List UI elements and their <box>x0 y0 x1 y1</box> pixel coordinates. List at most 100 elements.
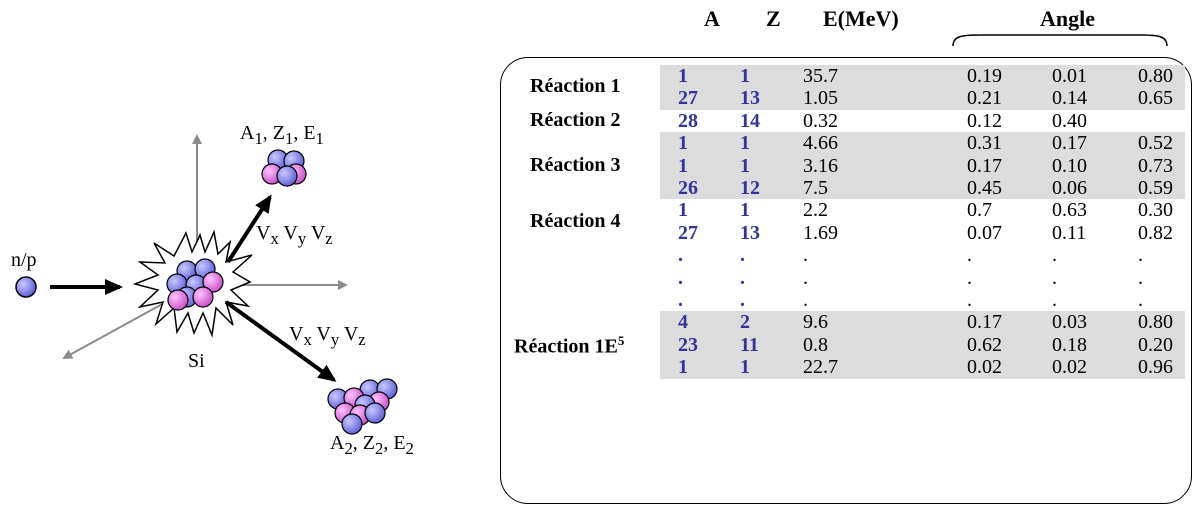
table-cell: 0.65 <box>1138 86 1173 110</box>
table-cell: . <box>803 266 808 290</box>
table-cell: 22.7 <box>803 355 838 379</box>
table-cell: 0.62 <box>967 333 1002 357</box>
table-cell: 0.80 <box>1138 64 1173 88</box>
reaction-band <box>660 311 1185 378</box>
table-cell: 0.82 <box>1138 221 1173 245</box>
table-cell: 1 <box>740 198 750 222</box>
table-cell: . <box>967 288 972 312</box>
target-label: Si <box>188 350 205 372</box>
table-cell: 0.7 <box>967 198 992 222</box>
table-cell: 2 <box>740 310 750 334</box>
table-cell: . <box>967 243 972 267</box>
table-cell: 23 <box>678 333 698 357</box>
table-cell: 0.07 <box>967 221 1002 245</box>
reaction-label: Réaction 4 <box>530 210 621 233</box>
reaction-label: Réaction 3 <box>530 154 621 177</box>
table-cell: 0.12 <box>967 109 1002 133</box>
table-cell: 1 <box>740 154 750 178</box>
table-cell: 27 <box>678 221 698 245</box>
table-cell: 0.31 <box>967 131 1002 155</box>
table-cell: . <box>1052 266 1057 290</box>
header-z: Z <box>766 6 781 32</box>
table-cell: . <box>1138 243 1143 267</box>
reaction-label: Réaction 2 <box>530 109 621 132</box>
table-cell: 0.63 <box>1052 198 1087 222</box>
reaction-band <box>660 132 1185 199</box>
table-cell: 1.69 <box>803 221 838 245</box>
table-cell: 0.02 <box>967 355 1002 379</box>
incoming-particle <box>16 277 36 297</box>
table-cell: 1.05 <box>803 86 838 110</box>
table-cell: 0.02 <box>1052 355 1087 379</box>
reaction-diagram: n/p Si A1, Z1, E1 <box>0 0 490 509</box>
table-cell: 0.52 <box>1138 131 1173 155</box>
table-cell: 13 <box>740 221 760 245</box>
table-cell: 0.03 <box>1052 310 1087 334</box>
table-cell: 0.73 <box>1138 154 1173 178</box>
table-cell: 0.01 <box>1052 64 1087 88</box>
table-cell: 12 <box>740 176 760 200</box>
fragment2-nucleus <box>328 379 397 434</box>
table-cell: 0.11 <box>1052 221 1086 245</box>
table-cell: 9.6 <box>803 310 828 334</box>
table-cell: . <box>1138 288 1143 312</box>
table-cell: 0.40 <box>1052 109 1087 133</box>
table-cell: . <box>678 243 683 267</box>
table-cell: . <box>967 266 972 290</box>
table-cell: 1 <box>678 64 688 88</box>
table-cell: 4 <box>678 310 688 334</box>
header-e: E(MeV) <box>823 6 899 32</box>
table-cell: . <box>678 266 683 290</box>
incoming-label: n/p <box>11 249 37 271</box>
table-cell: 1 <box>740 131 750 155</box>
table-cell: 27 <box>678 86 698 110</box>
header-angle: Angle <box>1040 6 1095 32</box>
table-cell: 4.66 <box>803 131 838 155</box>
table-cell: 1 <box>678 355 688 379</box>
fragment1-label: A1, Z1, E1 <box>240 122 370 149</box>
table-cell: 0.10 <box>1052 154 1087 178</box>
table-cell: 0.18 <box>1052 333 1087 357</box>
table-cell: 1 <box>678 154 688 178</box>
table-cell: 0.17 <box>967 310 1002 334</box>
table-cell: 0.17 <box>1052 131 1087 155</box>
table-cell: 3.16 <box>803 154 838 178</box>
table-cell: 0.8 <box>803 333 828 357</box>
table-cell: 0.14 <box>1052 86 1087 110</box>
table-cell: 0.80 <box>1138 310 1173 334</box>
table-cell: 2.2 <box>803 198 828 222</box>
table-cell: . <box>1052 288 1057 312</box>
table-cell: 13 <box>740 86 760 110</box>
table-cell: 28 <box>678 109 698 133</box>
table-cell: . <box>803 243 808 267</box>
table-cell: 0.17 <box>967 154 1002 178</box>
table-cell: . <box>740 243 745 267</box>
table-cell: 26 <box>678 176 698 200</box>
reaction-label: Réaction 1 <box>530 75 621 98</box>
reaction-label: Réaction 1E5 <box>514 333 624 359</box>
table-cell: 0.96 <box>1138 355 1173 379</box>
velocity-label-2: Vx Vy Vz <box>289 323 419 350</box>
fragment2-label: A2, Z2, E2 <box>330 432 470 459</box>
table-cell: 1 <box>740 355 750 379</box>
velocity-label-1: Vx Vy Vz <box>256 222 386 249</box>
reaction-band <box>660 65 1185 110</box>
table-cell: 14 <box>740 109 760 133</box>
header-a: A <box>704 6 720 32</box>
table-cell: . <box>1138 266 1143 290</box>
table-cell: 7.5 <box>803 176 828 200</box>
table-cell: 0.32 <box>803 109 838 133</box>
table-cell: . <box>740 288 745 312</box>
table-cell: . <box>740 266 745 290</box>
table-cell: 0.19 <box>967 64 1002 88</box>
table-cell: 35.7 <box>803 64 838 88</box>
table-cell: 11 <box>740 333 759 357</box>
table-cell: 0.45 <box>967 176 1002 200</box>
table-cell: 1 <box>678 131 688 155</box>
table-cell: 0.59 <box>1138 176 1173 200</box>
table-cell: 0.21 <box>967 86 1002 110</box>
table-cell: 0.30 <box>1138 198 1173 222</box>
table-cell: 1 <box>678 198 688 222</box>
table-cell: 1 <box>740 64 750 88</box>
table-cell: 0.06 <box>1052 176 1087 200</box>
